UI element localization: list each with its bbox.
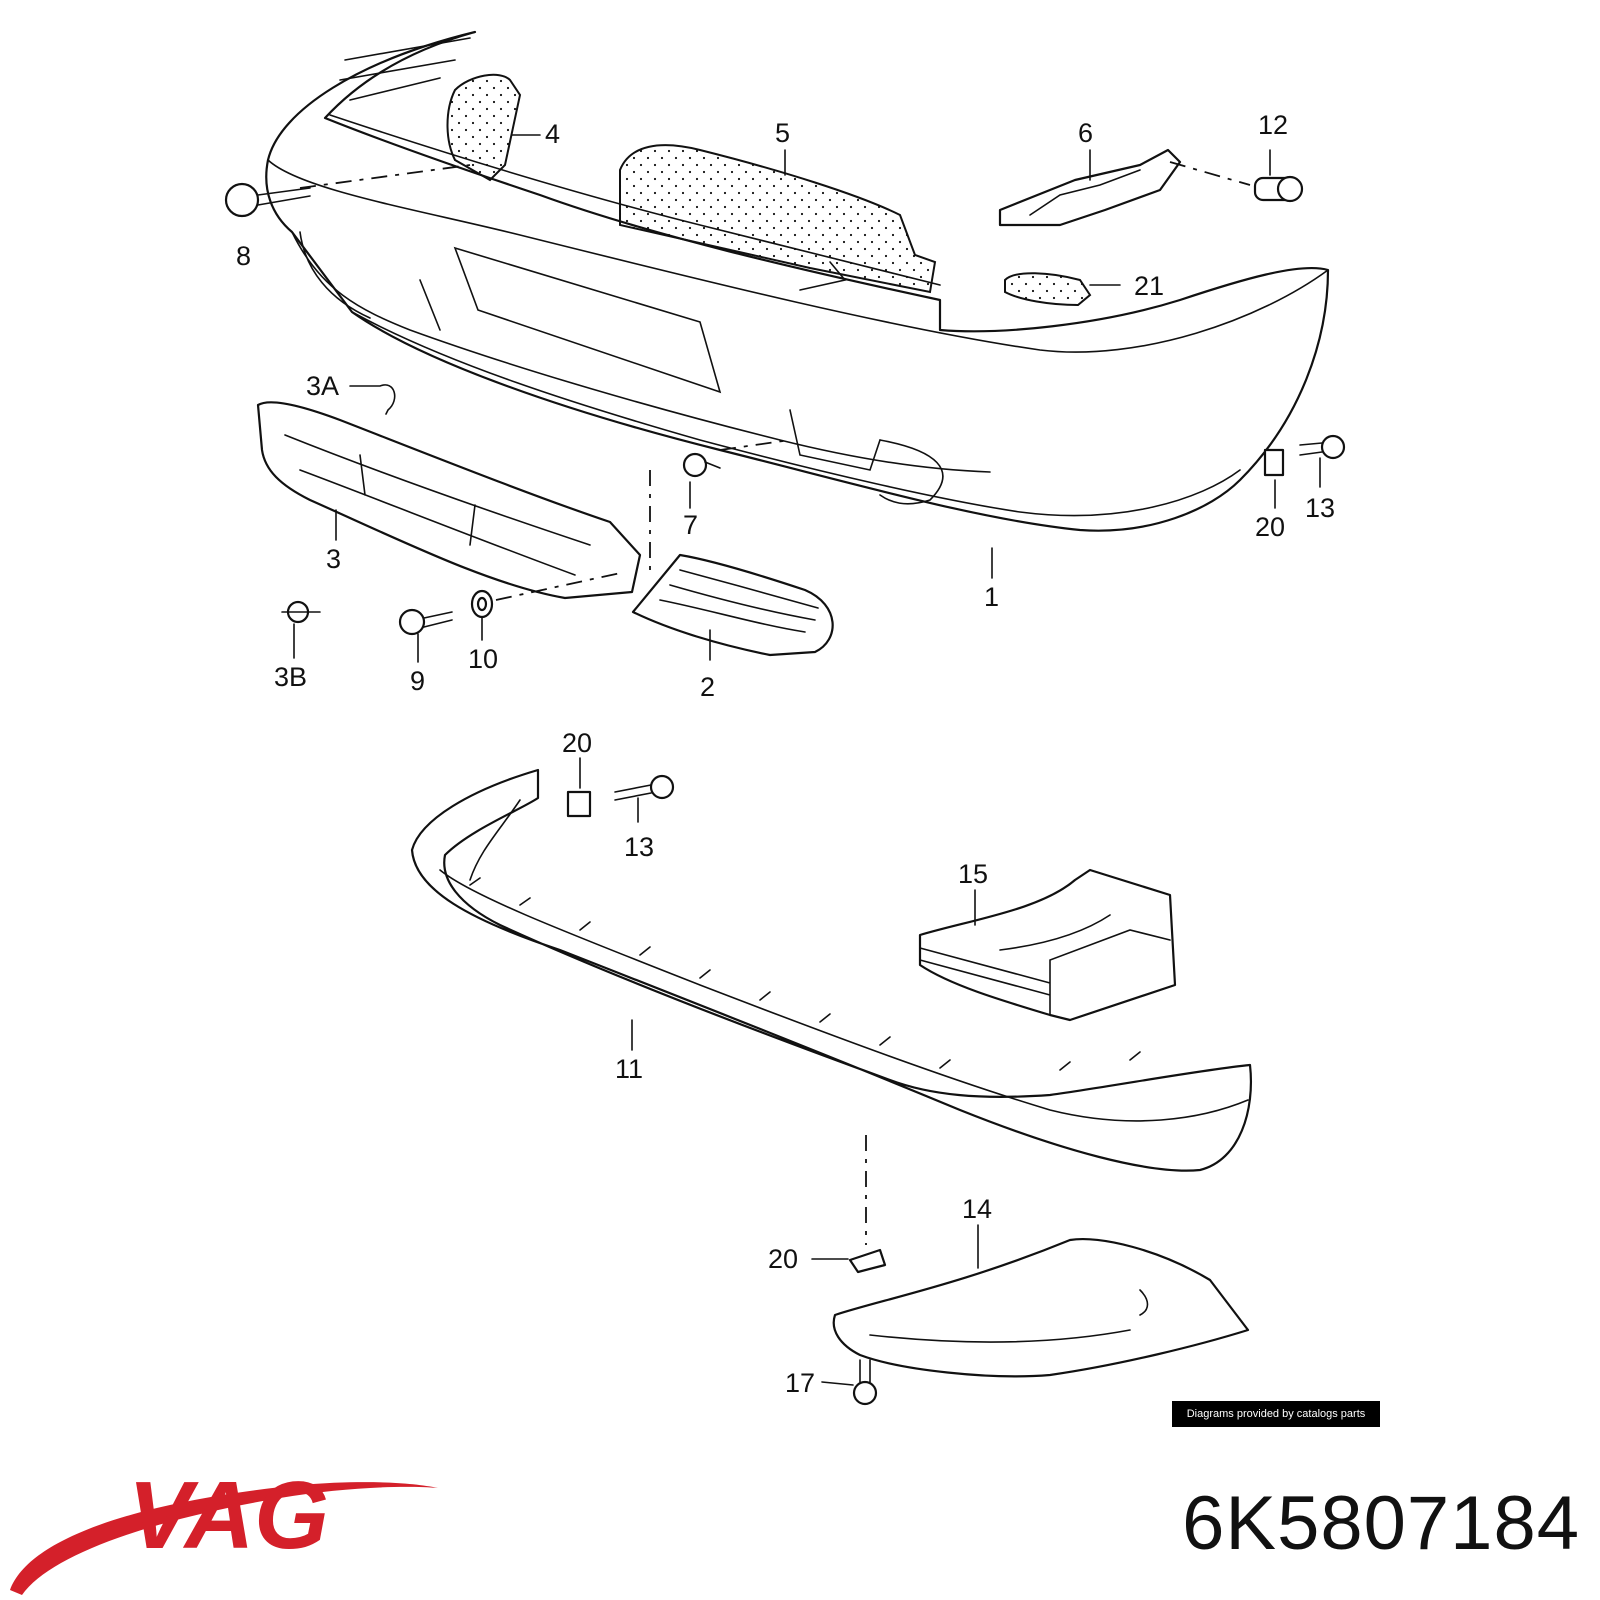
callout-14: 14 [962, 1194, 992, 1224]
callout-6: 6 [1078, 118, 1093, 148]
callout-7: 7 [683, 510, 698, 540]
callout-3: 3 [326, 544, 341, 574]
callout-4: 4 [545, 119, 560, 149]
lower-spoiler-11 [410, 768, 1252, 1172]
logo-swoosh [10, 1482, 438, 1595]
callout-8: 8 [236, 241, 251, 271]
callout-11: 11 [615, 1054, 643, 1084]
callout-labels: 1 2 3 3A 3B 4 5 6 7 8 9 10 11 12 13 13 1… [236, 110, 1335, 1398]
screw-9 [398, 608, 453, 636]
callout-17: 17 [785, 1368, 815, 1398]
part-number: 6K5807184 [1182, 1481, 1580, 1566]
air-duct-15 [918, 868, 1177, 1022]
foam-pad-4 [446, 73, 522, 182]
callout-21: 21 [1134, 271, 1164, 301]
callout-12: 12 [1258, 110, 1288, 140]
screw-13 [1299, 434, 1346, 460]
grille-insert-2 [631, 553, 834, 657]
grille-3 [256, 401, 642, 600]
callout-13b: 13 [624, 832, 654, 862]
vag-logo: VAG [10, 1462, 438, 1595]
callout-3A: 3A [306, 371, 339, 401]
clip-7 [682, 452, 721, 478]
screw-13b [614, 774, 675, 801]
washer-10 [470, 589, 494, 619]
callout-20c: 20 [768, 1244, 798, 1274]
nut-20c [848, 1248, 887, 1274]
callout-13a: 13 [1305, 493, 1335, 523]
callout-1: 1 [984, 582, 999, 612]
clip-12 [1253, 175, 1304, 203]
callout-3B: 3B [274, 662, 307, 692]
callout-15: 15 [958, 859, 988, 889]
callout-20a: 20 [1255, 512, 1285, 542]
nut-20b [566, 790, 592, 818]
foam-block-21 [1004, 272, 1092, 307]
logo-wordmark: VAG [128, 1462, 329, 1569]
undertray-14 [832, 1237, 1250, 1378]
foam-pad-5 [619, 144, 937, 294]
callout-5: 5 [775, 118, 790, 148]
callout-10: 10 [468, 644, 498, 674]
nut-20 [1263, 448, 1285, 477]
screw-8 [224, 182, 311, 218]
clip-3B [281, 600, 321, 624]
callout-2: 2 [700, 672, 715, 702]
screw-17 [852, 1359, 878, 1406]
callout-9: 9 [410, 666, 425, 696]
diagram-credit: Diagrams provided by catalogs parts [1172, 1401, 1380, 1427]
callout-20b: 20 [562, 728, 592, 758]
